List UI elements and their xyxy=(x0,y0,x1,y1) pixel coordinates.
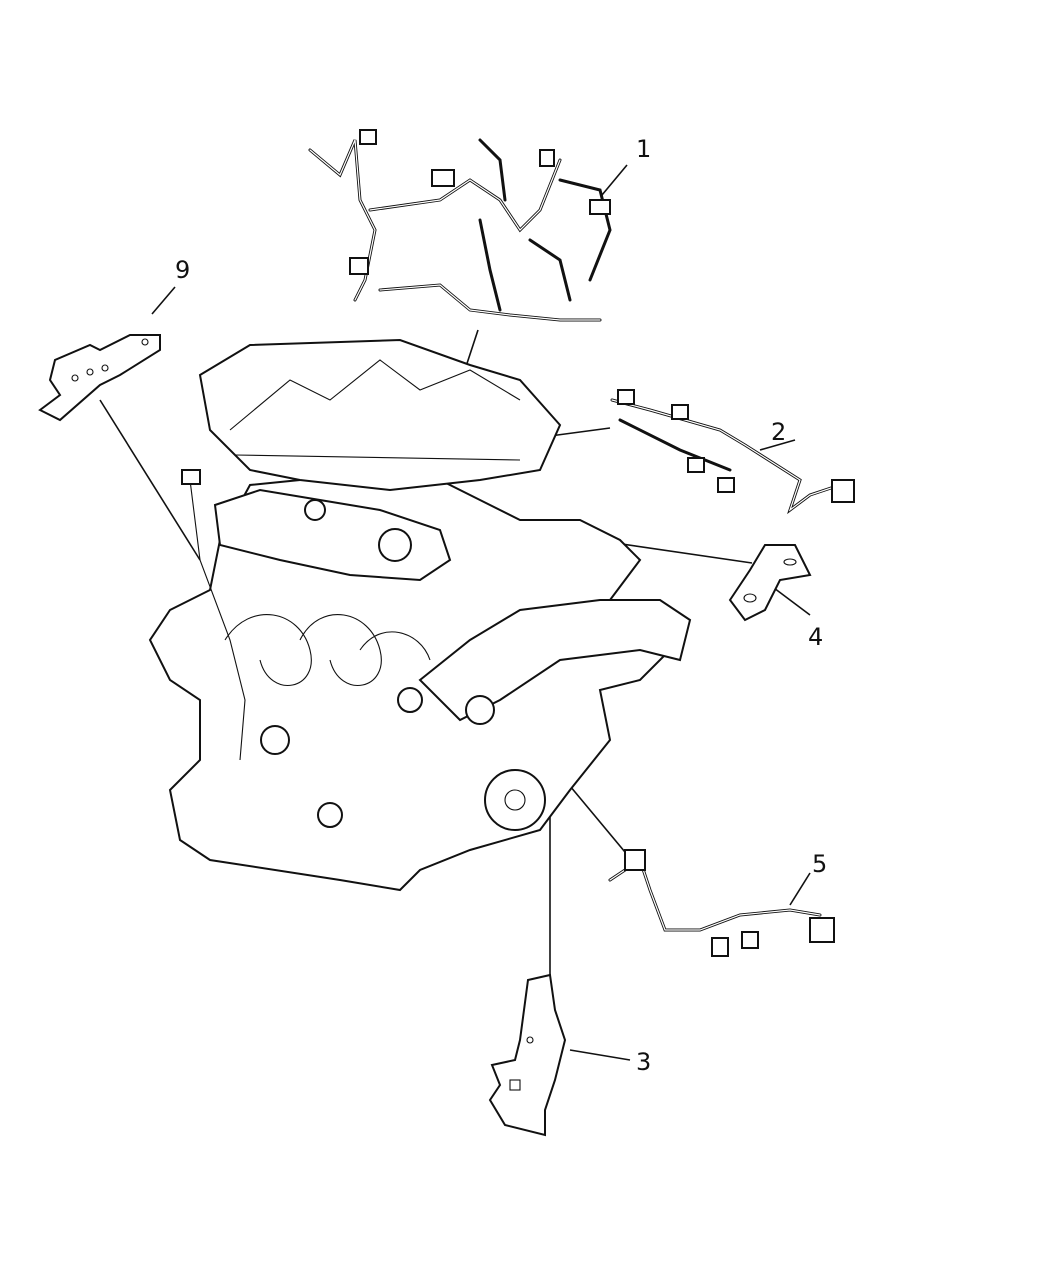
bracket-9 xyxy=(38,334,161,422)
bracket-3 xyxy=(488,973,567,1137)
callout-9: 9 xyxy=(175,256,191,284)
engine-assembly xyxy=(148,338,692,892)
callout-1: 1 xyxy=(636,135,652,163)
callout-4: 4 xyxy=(808,623,824,651)
harness-5 xyxy=(608,849,835,957)
callout-2: 2 xyxy=(771,418,787,446)
callout-5: 5 xyxy=(812,850,828,878)
bracket-4 xyxy=(728,544,812,622)
harness-1 xyxy=(308,129,612,322)
callout-3: 3 xyxy=(636,1048,652,1076)
harness-2 xyxy=(610,389,855,515)
